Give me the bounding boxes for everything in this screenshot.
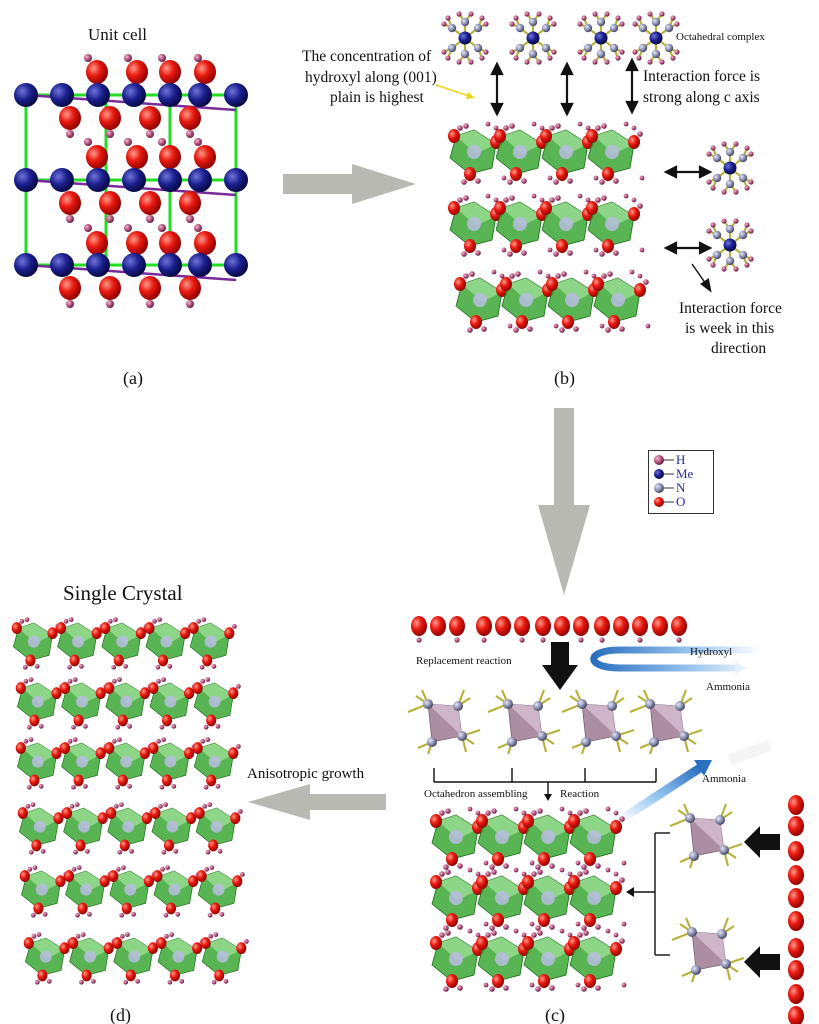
ammonia-label-2: Ammonia	[702, 773, 746, 785]
hydrogen-atom-icon	[654, 455, 664, 465]
unit-cell-title: Unit cell	[88, 25, 147, 44]
hydroxyl-note-line-2: hydroxyl along (001)	[305, 69, 437, 86]
metal-atom-icon	[654, 469, 664, 479]
strong-note: Interaction force is strong along c axis	[643, 68, 764, 106]
legend-row-n: N	[654, 480, 686, 495]
caption-d: (d)	[110, 1005, 131, 1024]
legend-label-n: N	[676, 480, 686, 495]
nitrogen-atom-icon	[654, 483, 664, 493]
hydroxyl-note-line-3: plain is highest	[330, 89, 425, 106]
arrow-a-to-b	[283, 164, 416, 204]
atom-legend-graphic: H Me N O	[654, 452, 694, 509]
weak-note: Interaction force is week in this direct…	[679, 300, 786, 357]
replacement-label: Replacement reaction	[416, 655, 512, 667]
weak-note-line-3: direction	[711, 340, 766, 357]
oxygen-atom-icon	[654, 497, 664, 507]
unit-cell-model	[14, 54, 248, 308]
weak-note-line-1: Interaction force	[679, 300, 782, 317]
single-crystal-stack	[12, 617, 249, 984]
ammonia-label-1: Ammonia	[706, 681, 750, 693]
arrow-b-to-c	[538, 408, 590, 595]
arrow-c-to-d	[248, 784, 386, 820]
reaction-scheme-c	[406, 616, 804, 1024]
weak-note-line-2: is week in this	[685, 320, 774, 337]
hydroxyl-note-line-1: The concentration of	[302, 48, 432, 65]
caption-c: (c)	[545, 1005, 565, 1024]
legend-label-o: O	[676, 494, 685, 509]
atom-legend: H Me N O	[648, 450, 714, 514]
assembling-label: Octahedron assembling	[424, 788, 528, 800]
caption-b: (b)	[554, 368, 575, 389]
caption-a: (a)	[123, 368, 143, 389]
strong-note-line-2: strong along c axis	[643, 89, 760, 106]
legend-row-me: Me	[654, 466, 694, 481]
layered-structure-b	[435, 10, 755, 332]
hydroxyl-note: The concentration of hydroxyl along (001…	[302, 48, 441, 106]
growth-label: Anisotropic growth	[247, 766, 365, 782]
legend-label-me: Me	[676, 466, 694, 481]
hydroxyl-label: Hydroxyl	[690, 646, 732, 658]
reaction-label: Reaction	[560, 788, 600, 800]
legend-label-h: H	[676, 452, 685, 467]
strong-note-line-1: Interaction force is	[643, 68, 760, 85]
legend-row-o: O	[654, 494, 685, 509]
single-crystal-title: Single Crystal	[63, 581, 183, 605]
legend-row-h: H	[654, 452, 685, 467]
complex-label: Octahedral complex	[676, 31, 765, 43]
